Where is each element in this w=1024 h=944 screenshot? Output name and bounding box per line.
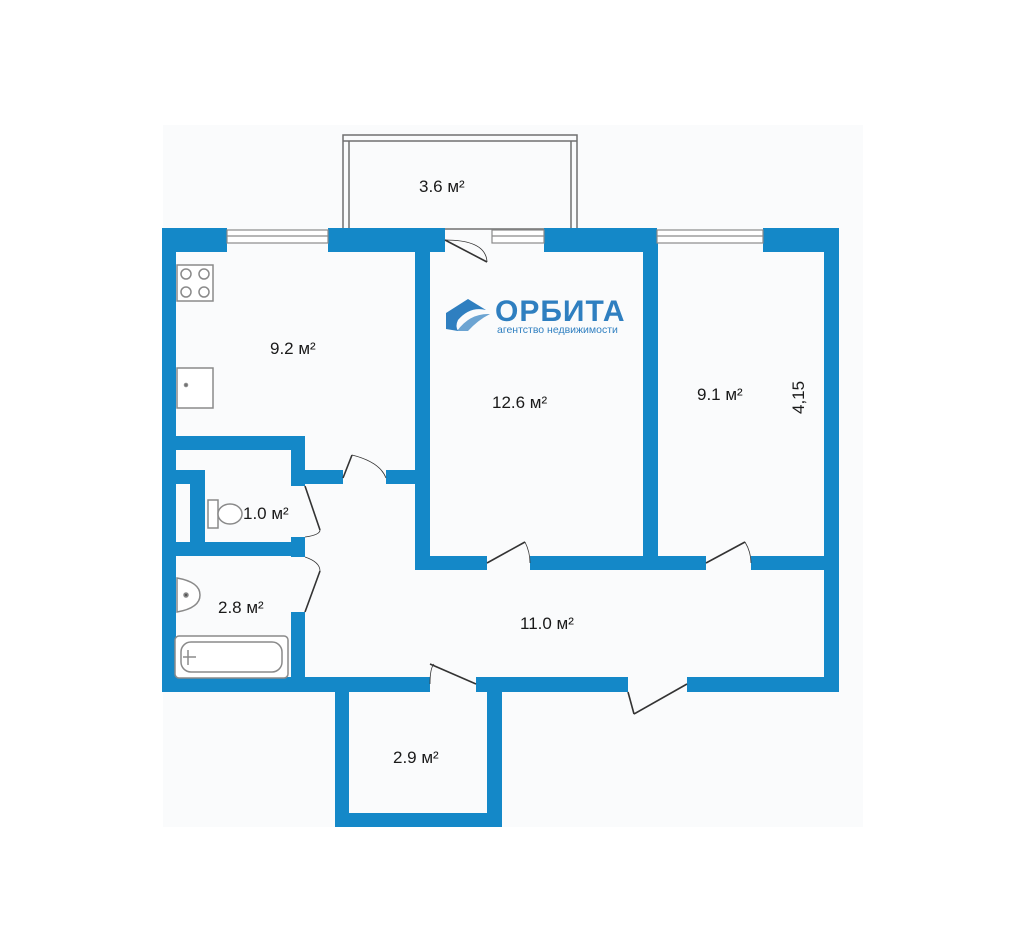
toilet-icon: [207, 499, 243, 529]
room-area-living: 12.6 м²: [492, 393, 547, 412]
logo: ОРБИТА агентство недвижимости: [446, 295, 626, 336]
room-area-toilet: 1.0 м²: [243, 504, 289, 523]
room-area-balcony: 3.6 м²: [419, 177, 465, 196]
stove-icon: [176, 264, 214, 302]
room-area-bedroom: 9.1 м²: [697, 385, 743, 404]
windows: [226, 229, 764, 244]
room-area-storage: 2.9 м²: [393, 748, 439, 767]
sink-icon: [176, 367, 214, 409]
doors: [304, 239, 752, 715]
balcony: [342, 134, 578, 230]
room-area-kitchen: 9.2 м²: [270, 339, 316, 358]
washbasin-icon: [176, 577, 201, 613]
bathtub-icon: [174, 635, 289, 679]
house-logo-icon: [446, 299, 490, 331]
room-area-hall: 11.0 м²: [520, 614, 574, 633]
room-area-bathroom: 2.8 м²: [218, 598, 264, 617]
logo-tagline: агентство недвижимости: [497, 324, 618, 336]
dimension-label: 4,15: [789, 381, 808, 414]
walls: [162, 228, 839, 827]
logo-name: ОРБИТА: [495, 295, 626, 328]
